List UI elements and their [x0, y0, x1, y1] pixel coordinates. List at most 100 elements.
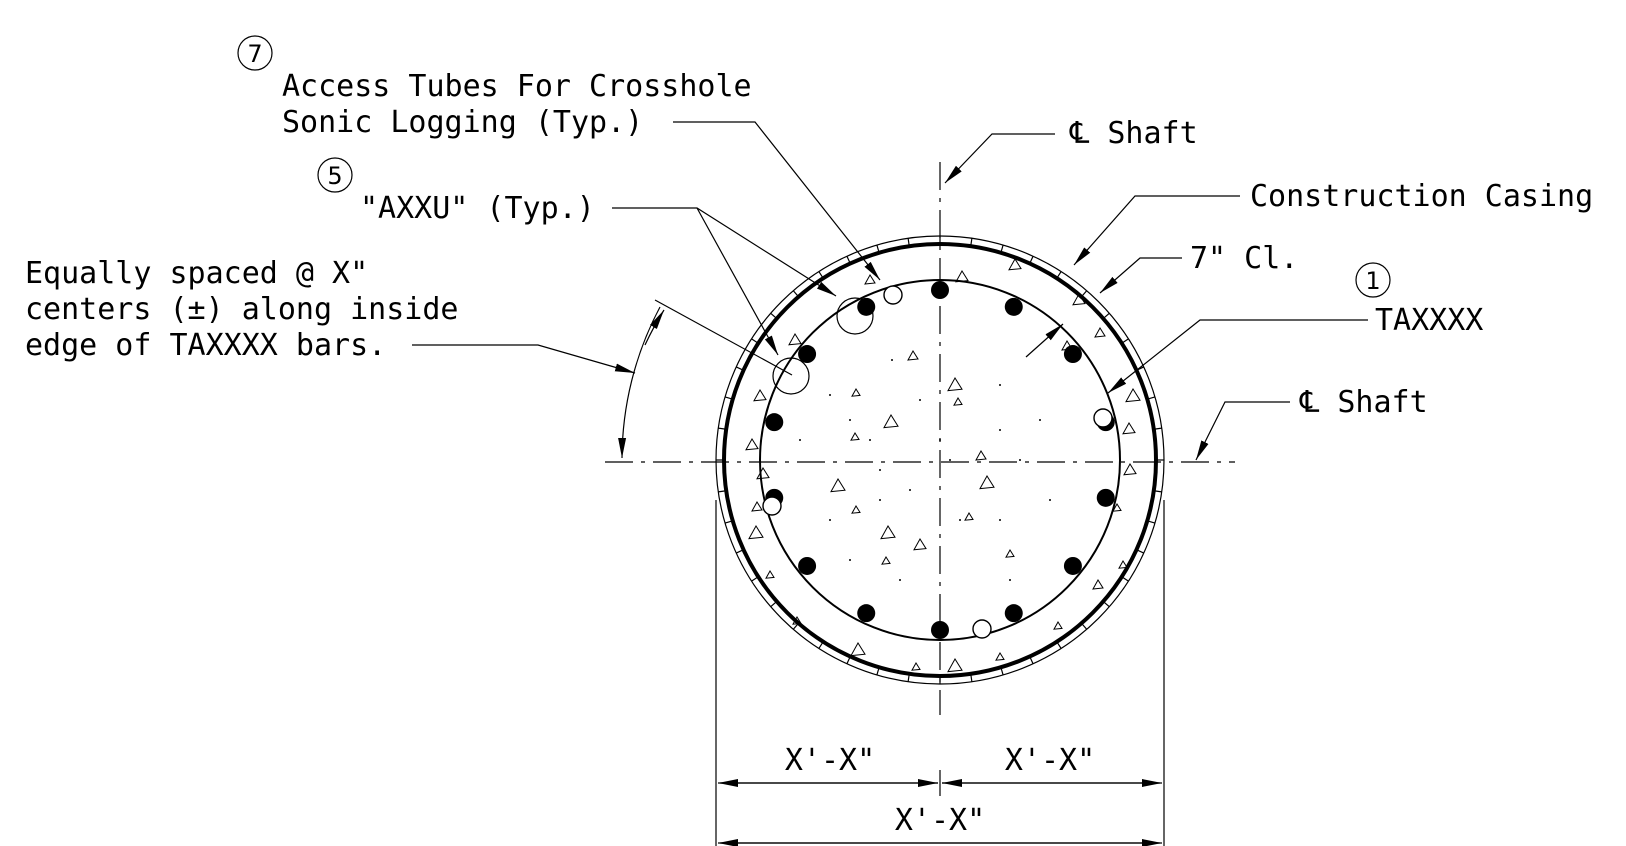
access-tube — [1093, 408, 1113, 428]
casing-tick — [1029, 255, 1034, 264]
aggregate-triangle — [748, 525, 764, 540]
aggregate-dot — [949, 459, 951, 461]
casing-tick — [735, 549, 744, 554]
longitudinal-bar — [931, 281, 949, 299]
casing-tick — [751, 576, 759, 582]
shaft-right-leader — [1195, 401, 1290, 461]
aggregate-triangle — [851, 505, 861, 514]
aggregate-triangle — [947, 658, 963, 673]
casing-tick — [970, 238, 973, 247]
casing-tick — [792, 290, 800, 298]
longitudinal-bar — [1004, 604, 1023, 623]
aggregate-triangle — [1005, 549, 1015, 558]
casing-tick — [1102, 600, 1110, 608]
access-tube — [972, 619, 992, 639]
longitudinal-bar — [857, 604, 876, 623]
axxu-leader-2 — [696, 207, 779, 356]
spacing-note-line1: Equally spaced @ X" — [25, 256, 368, 291]
aggregate-triangle — [907, 350, 919, 361]
longitudinal-bar — [798, 556, 817, 575]
callout-tag-1 — [1355, 262, 1391, 298]
callout-tag-7-number: 7 — [247, 40, 262, 68]
casing-ticks — [716, 236, 1164, 684]
aggregate-dot — [879, 499, 881, 501]
casing-tick — [1056, 641, 1062, 649]
access-tube — [883, 285, 903, 305]
aggregate-dot — [1019, 459, 1021, 461]
aggregate-triangle — [913, 538, 927, 551]
cover-leader-inner — [1025, 323, 1064, 358]
casing-tick — [718, 490, 727, 493]
longitudinal-bar — [765, 413, 784, 432]
aggregate-triangle — [753, 389, 767, 402]
aggregate-dot — [1049, 499, 1051, 501]
callout-tag-5 — [317, 157, 353, 193]
casing-tick — [1121, 338, 1129, 344]
spacing-angle-arc-upper — [644, 309, 665, 346]
dim-total-label: X'-X" — [895, 803, 985, 838]
axxu-label: "AXXU" (Typ.) — [360, 191, 595, 226]
aggregate-triangle — [1118, 560, 1128, 569]
access-tubes-label-line1: Access Tubes For Crosshole — [282, 69, 752, 104]
aggregate-triangle — [881, 556, 891, 565]
aggregate-dot — [799, 439, 801, 441]
aggregate-dot — [909, 489, 911, 491]
casing-tick — [846, 656, 851, 665]
shaft-centerline-label-top: ℄ Shaft — [1069, 116, 1198, 151]
aggregate-triangle — [850, 432, 860, 441]
casing-tick — [1000, 244, 1004, 253]
casing-tick — [846, 255, 851, 264]
aggregate-triangle — [953, 397, 963, 406]
aggregate-triangle — [788, 333, 802, 346]
aggregate-triangle — [1125, 388, 1141, 403]
aggregate-triangle — [955, 270, 969, 283]
aggregate-triangle — [1122, 422, 1136, 435]
aggregate-dot — [999, 429, 1001, 431]
aggregate-triangle — [995, 652, 1005, 661]
aggregate-dot — [999, 384, 1001, 386]
aggregate-triangle — [947, 377, 963, 392]
aggregate-triangle — [850, 642, 866, 657]
casing-tick — [770, 600, 778, 608]
longitudinal-bar — [1063, 556, 1082, 575]
longitudinal-bar — [1063, 345, 1082, 364]
spacing-note-line2: centers (±) along inside — [25, 292, 458, 327]
concrete-aggregate — [745, 258, 1141, 673]
construction-casing-leader — [1073, 195, 1240, 266]
aggregate-dot — [891, 359, 893, 361]
aggregate-triangle — [1092, 579, 1104, 590]
aggregate-triangle — [1053, 621, 1063, 630]
aggregate-dot — [899, 579, 901, 581]
highlight-circle-bar — [836, 297, 874, 335]
aggregate-triangle — [1094, 327, 1106, 338]
casing-tick — [876, 667, 880, 676]
aggregate-triangle — [830, 478, 846, 493]
aggregate-triangle — [745, 438, 759, 451]
aggregate-triangle — [880, 525, 896, 540]
aggregate-triangle — [964, 512, 974, 521]
aggregate-triangle — [756, 467, 770, 480]
aggregate-dot — [959, 519, 961, 521]
casing-tick — [1147, 520, 1156, 524]
casing-tick — [1121, 576, 1129, 582]
casing-tick — [907, 238, 910, 247]
aggregate-dot — [869, 439, 871, 441]
aggregate-dot — [829, 394, 831, 396]
casing-tick — [876, 244, 880, 253]
aggregate-dot — [829, 519, 831, 521]
casing-tick — [1000, 667, 1004, 676]
aggregate-triangle — [1123, 463, 1137, 476]
cover-leader-outer — [1099, 257, 1182, 294]
taxxxx-label: TAXXXX — [1375, 303, 1483, 338]
aggregate-dot — [849, 559, 851, 561]
access-tubes-leader — [673, 121, 881, 281]
access-tubes — [762, 285, 1113, 639]
construction-casing-label: Construction Casing — [1250, 179, 1593, 214]
spacing-note-leader — [412, 344, 636, 374]
aggregate-triangle — [851, 388, 861, 397]
casing-tick — [1102, 312, 1110, 320]
dim-right-label: X'-X" — [1005, 743, 1095, 778]
casing-tick — [724, 520, 733, 524]
